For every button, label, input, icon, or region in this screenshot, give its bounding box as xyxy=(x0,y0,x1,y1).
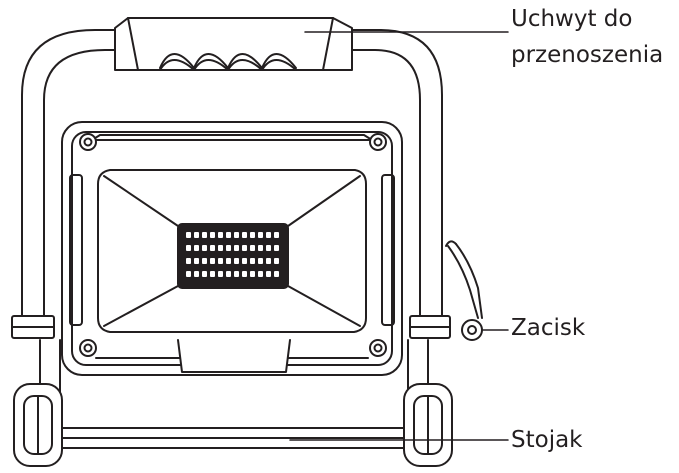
led-dot xyxy=(234,232,239,238)
led-dot xyxy=(242,271,247,277)
led-dot xyxy=(258,271,263,277)
led-dot xyxy=(218,232,223,238)
led-dot xyxy=(226,271,231,277)
led-dot xyxy=(274,245,279,251)
led-dot xyxy=(226,245,231,251)
led-dot xyxy=(226,258,231,264)
led-dot xyxy=(258,258,263,264)
label-handle-line2: przenoszenia xyxy=(511,42,664,68)
led-dot xyxy=(274,232,279,238)
led-dot xyxy=(274,271,279,277)
led-dot xyxy=(210,258,215,264)
side-clamps xyxy=(11,315,451,339)
led-dot xyxy=(218,258,223,264)
led-dot xyxy=(210,271,215,277)
led-dot xyxy=(242,258,247,264)
led-dot xyxy=(186,258,191,264)
led-dot xyxy=(250,245,255,251)
led-dot xyxy=(186,232,191,238)
led-dot xyxy=(202,245,207,251)
led-dot xyxy=(234,258,239,264)
led-dot xyxy=(274,258,279,264)
label-stand: Stojak xyxy=(511,427,583,453)
led-dot xyxy=(210,245,215,251)
led-dot xyxy=(194,258,199,264)
label-clamp: Zacisk xyxy=(511,315,586,341)
led-dot xyxy=(202,258,207,264)
led-dot xyxy=(250,232,255,238)
led-dot xyxy=(266,245,271,251)
led-dot xyxy=(194,271,199,277)
led-dot xyxy=(202,271,207,277)
led-dot xyxy=(242,245,247,251)
frame-tube xyxy=(21,29,443,331)
led-panel xyxy=(177,223,289,289)
led-dot xyxy=(242,232,247,238)
led-dot xyxy=(218,245,223,251)
led-dot xyxy=(194,232,199,238)
led-dot xyxy=(250,258,255,264)
leader-lines xyxy=(289,31,509,441)
label-handle-line1: Uchwyt do xyxy=(511,6,633,32)
led-dot xyxy=(194,245,199,251)
stand xyxy=(13,339,453,467)
led-dot xyxy=(258,232,263,238)
led-dot xyxy=(186,245,191,251)
led-dot xyxy=(218,271,223,277)
led-dot xyxy=(210,232,215,238)
led-dot xyxy=(266,232,271,238)
led-dot xyxy=(266,258,271,264)
led-dot xyxy=(250,271,255,277)
led-dot xyxy=(202,232,207,238)
clamp-knob xyxy=(445,240,483,341)
led-dot xyxy=(234,271,239,277)
led-dot xyxy=(258,245,263,251)
led-dot xyxy=(186,271,191,277)
led-dot xyxy=(234,245,239,251)
led-dot xyxy=(226,232,231,238)
carry-handle xyxy=(114,17,353,71)
led-dot xyxy=(266,271,271,277)
